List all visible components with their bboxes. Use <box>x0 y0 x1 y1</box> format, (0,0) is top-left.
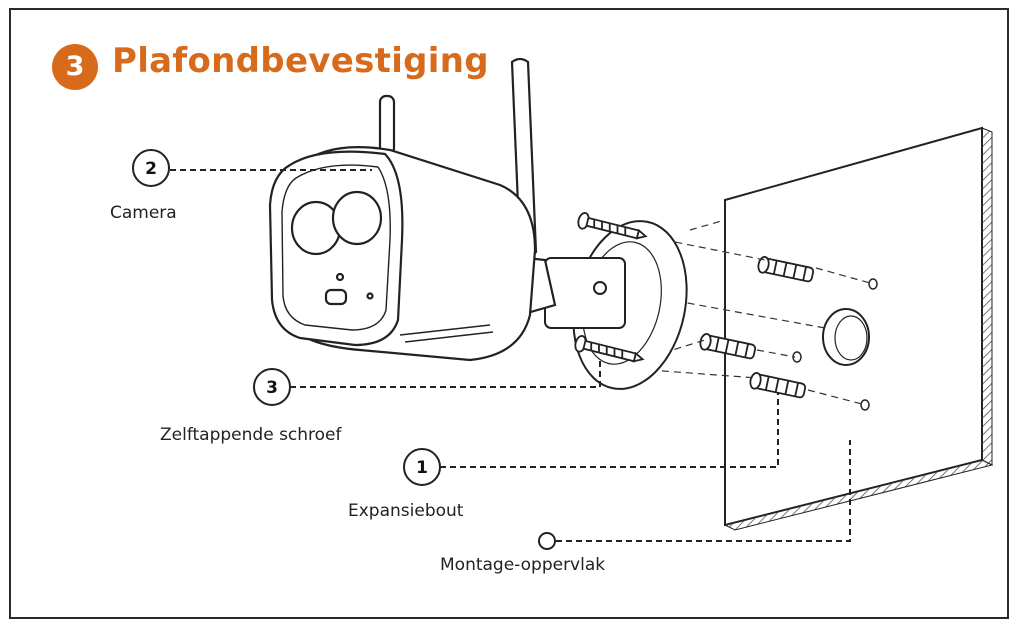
self-tapping-screws-illustration <box>574 212 648 363</box>
callout-camera-label: Camera <box>110 203 177 223</box>
mounting-surface-illustration <box>723 126 994 531</box>
step-number-badge: 3 <box>52 44 98 90</box>
callout-surface-label: Montage-oppervlak <box>440 555 606 575</box>
callout-screw-marker: 3 <box>253 368 291 406</box>
callout-bolt-number: 1 <box>416 458 428 478</box>
callout-screw-label: Zelftappende schroef <box>160 425 342 445</box>
callout-bolt-marker: 1 <box>403 448 441 486</box>
diagram-frame <box>9 8 1009 619</box>
expansion-bolts-illustration <box>699 256 815 399</box>
callout-bolt-label: Expansiebout <box>348 501 464 521</box>
camera-illustration <box>268 57 557 362</box>
step-title: Plafondbevestiging <box>112 41 489 81</box>
leader-screw <box>290 358 601 388</box>
callout-leaders <box>170 169 851 542</box>
leader-surface <box>556 440 851 542</box>
bracket-illustration <box>544 220 688 390</box>
callout-camera-number: 2 <box>145 159 157 179</box>
leader-bolt <box>440 392 779 468</box>
callout-camera-marker: 2 <box>132 149 170 187</box>
callout-screw-number: 3 <box>266 378 278 398</box>
callout-surface-marker <box>538 532 556 550</box>
